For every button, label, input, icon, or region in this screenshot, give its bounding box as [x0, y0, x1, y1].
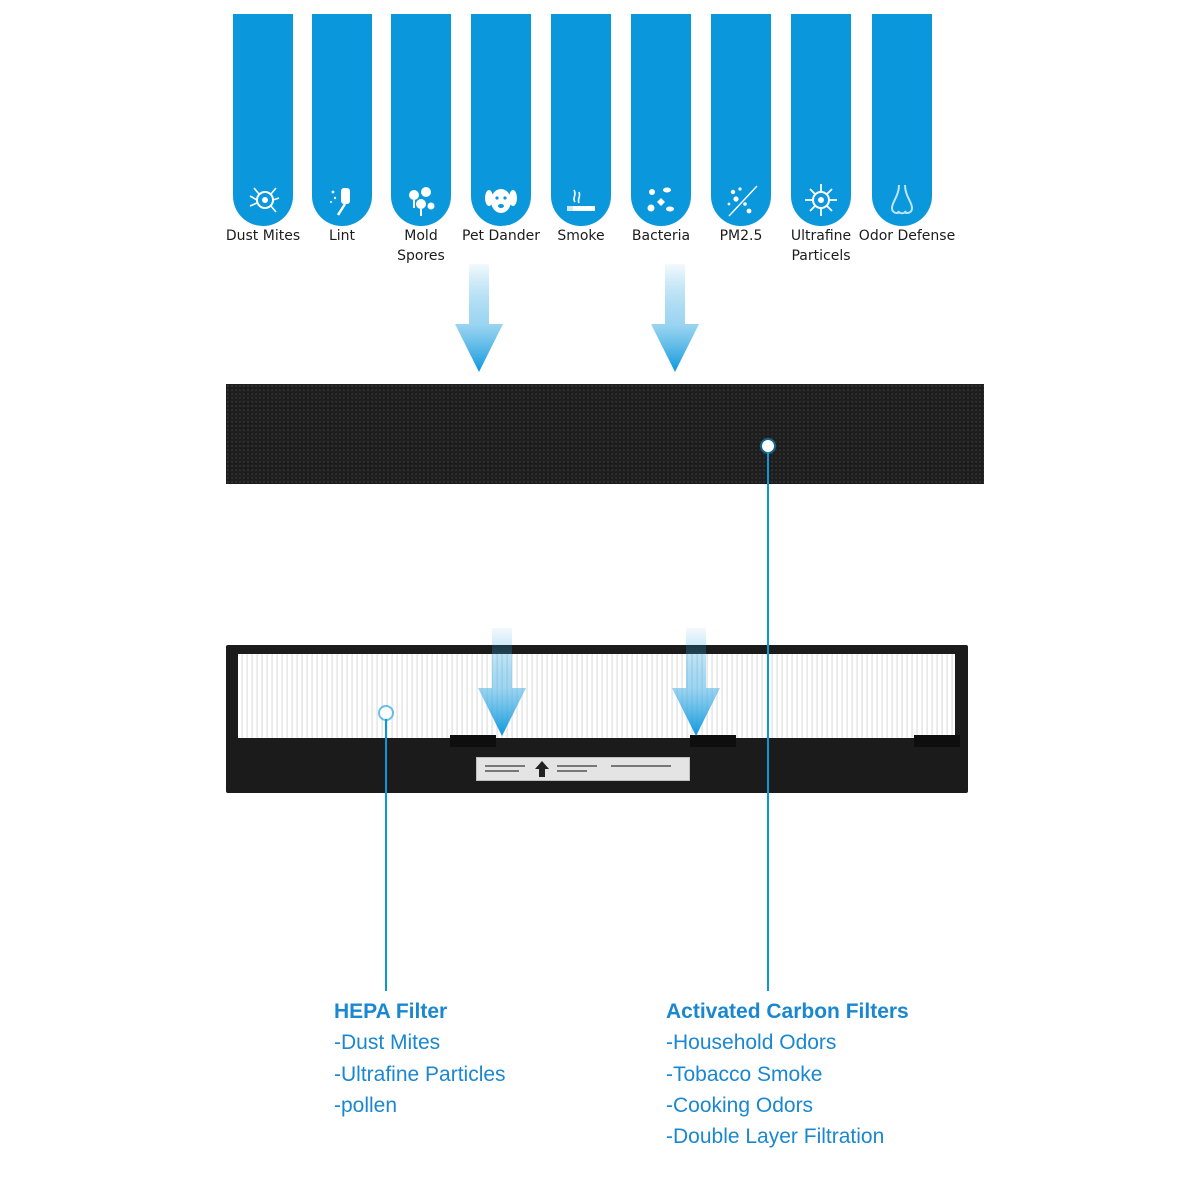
pill-label: Smoke — [557, 228, 605, 244]
flow-arrow-icon — [478, 628, 526, 736]
foam-tab — [914, 735, 960, 747]
pill-label: Lint — [328, 228, 356, 244]
nose-icon — [890, 184, 914, 215]
pill-label: Ultrafine Particels — [790, 228, 852, 264]
activated-carbon-filter — [226, 384, 984, 484]
carbon-item: -Tobacco Smoke — [666, 1063, 823, 1086]
pill-pm25 — [711, 14, 771, 226]
hepa-item: -pollen — [334, 1094, 398, 1117]
pill-dust-mites — [233, 14, 293, 226]
hepa-item: -Ultrafine Particles — [334, 1063, 506, 1086]
foam-tab — [450, 735, 496, 747]
up-arrow-icon — [535, 761, 549, 777]
hepa-pleated-media — [238, 654, 955, 738]
hepa-callout-dot — [380, 707, 392, 719]
carbon-item: -Cooking Odors — [666, 1094, 814, 1117]
hepa-callout-line — [385, 713, 387, 991]
dog-icon — [485, 189, 517, 213]
carbon-title: Activated Carbon Filters — [666, 1000, 909, 1023]
pill-mold-spores — [391, 14, 451, 226]
pill-label: Odor Defense — [858, 228, 956, 244]
hepa-title: HEPA Filter — [334, 1000, 448, 1023]
pill-label: Bacteria — [631, 228, 691, 244]
carbon-item: -Double Layer Filtration — [666, 1125, 885, 1148]
dust-mite-icon — [249, 187, 280, 213]
pill-label: Dust Mites — [225, 228, 301, 244]
pill-label: PM2.5 — [719, 228, 763, 244]
pill-lint — [312, 14, 372, 226]
hepa-filter — [226, 645, 968, 793]
hepa-item: -Dust Mites — [334, 1031, 441, 1054]
pill-ultrafine — [791, 14, 851, 226]
mold-spores-icon — [409, 187, 435, 216]
lint-roller-icon — [330, 188, 350, 216]
cigarette-icon — [567, 189, 595, 211]
flow-arrow-icon — [672, 628, 720, 736]
pill-label: Mold Spores — [397, 228, 445, 264]
flow-arrow-icon — [455, 264, 503, 372]
flow-arrow-icon — [651, 264, 699, 372]
pill-bacteria — [631, 14, 691, 226]
filter-sticker — [476, 757, 690, 781]
virus-icon — [805, 184, 837, 216]
pill-label: Pet Dander — [462, 228, 540, 244]
foam-tab — [690, 735, 736, 747]
pill-odor-defense — [872, 14, 932, 226]
carbon-callout-dot — [762, 440, 774, 452]
carbon-item: -Household Odors — [666, 1031, 837, 1054]
pill-pet-dander — [471, 14, 531, 226]
bacteria-icon — [647, 187, 674, 212]
pill-smoke — [551, 14, 611, 226]
particles-icon — [727, 185, 758, 217]
carbon-callout-line — [767, 446, 769, 991]
